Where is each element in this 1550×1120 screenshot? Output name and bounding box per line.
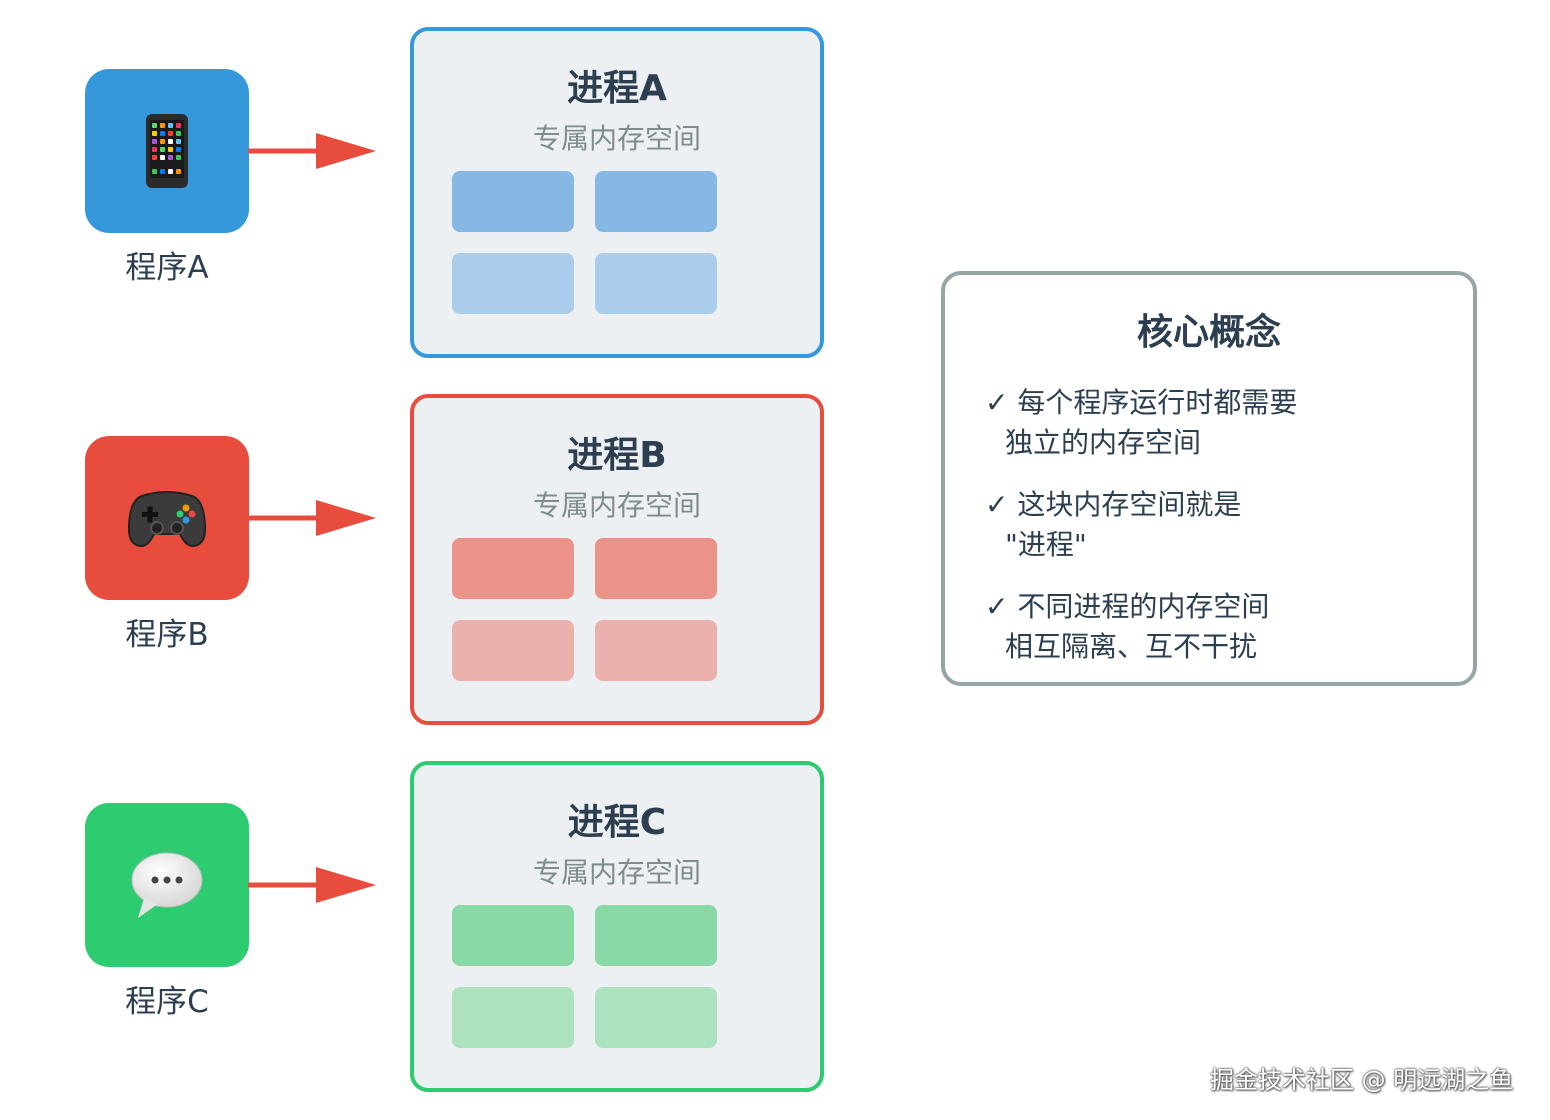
concept-item-2-line-1: ✓ 这块内存空间就是 bbox=[985, 488, 1242, 521]
memory-block bbox=[452, 538, 574, 599]
process-a-box: 进程A 专属内存空间 bbox=[410, 27, 824, 358]
process-a-title: 进程A bbox=[567, 68, 667, 109]
program-c-icon-tile bbox=[85, 803, 249, 967]
process-a-subtitle: 专属内存空间 bbox=[532, 122, 701, 155]
watermark: 掘金技术社区 @ 明远湖之鱼 bbox=[1210, 1066, 1514, 1094]
memory-block bbox=[595, 987, 717, 1048]
memory-block bbox=[452, 905, 574, 966]
memory-block bbox=[452, 620, 574, 681]
concept-item-3-line-2: 相互隔离、互不干扰 bbox=[1005, 630, 1258, 663]
program-b-icon-tile bbox=[85, 436, 249, 600]
process-c-title: 进程C bbox=[567, 802, 667, 843]
process-c-box: 进程C 专属内存空间 bbox=[410, 761, 824, 1092]
program-b-label: 程序B bbox=[125, 617, 209, 653]
gamepad-icon bbox=[128, 491, 206, 548]
concept-item-3-line-1: ✓ 不同进程的内存空间 bbox=[985, 590, 1270, 623]
process-c-subtitle: 专属内存空间 bbox=[532, 856, 701, 889]
memory-block bbox=[595, 253, 717, 314]
memory-block bbox=[452, 987, 574, 1048]
phone-icon bbox=[146, 114, 188, 188]
memory-block bbox=[452, 253, 574, 314]
memory-block bbox=[595, 905, 717, 966]
program-c-label: 程序C bbox=[125, 984, 209, 1020]
concept-item-2-line-2: "进程" bbox=[1005, 528, 1087, 561]
concept-title: 核心概念 bbox=[1136, 312, 1281, 353]
memory-block bbox=[595, 171, 717, 232]
arrow-b-to-process-b bbox=[248, 500, 376, 536]
core-concept-box: 核心概念 ✓ 每个程序运行时都需要 独立的内存空间 ✓ 这块内存空间就是 "进程… bbox=[941, 271, 1477, 686]
concept-item-1-line-1: ✓ 每个程序运行时都需要 bbox=[985, 386, 1298, 419]
memory-block bbox=[595, 620, 717, 681]
process-b-box: 进程B 专属内存空间 bbox=[410, 394, 824, 725]
memory-block bbox=[595, 538, 717, 599]
arrow-c-to-process-c bbox=[248, 867, 376, 903]
process-b-title: 进程B bbox=[567, 435, 667, 476]
speech-bubble-icon bbox=[131, 852, 203, 918]
concept-item-1-line-2: 独立的内存空间 bbox=[1005, 426, 1202, 459]
program-a-label: 程序A bbox=[125, 250, 209, 286]
process-b-subtitle: 专属内存空间 bbox=[532, 489, 701, 522]
memory-block bbox=[452, 171, 574, 232]
arrow-a-to-process-a bbox=[248, 133, 376, 169]
program-a-icon-tile bbox=[85, 69, 249, 233]
